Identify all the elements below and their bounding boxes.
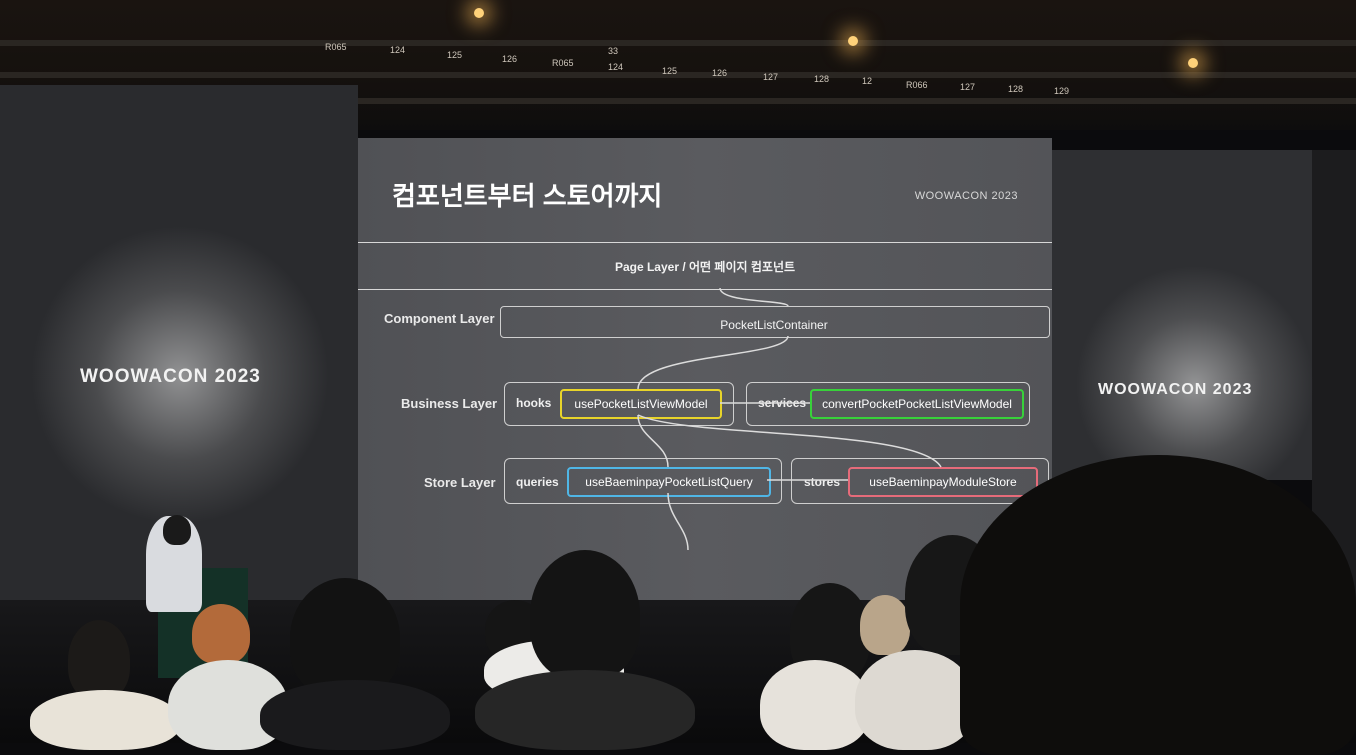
audience-member (855, 650, 975, 750)
seat-row-label: R065 (325, 42, 347, 52)
seat-row-label: 125 (447, 50, 463, 60)
woowacon-logo-right: WOOWACON 2023 (1098, 381, 1253, 398)
audience-member (290, 578, 400, 698)
audience-member (530, 550, 640, 680)
stage-light (848, 36, 858, 46)
seat-row-label: 125 (662, 66, 678, 76)
audience-member (192, 604, 250, 664)
spotlight (30, 225, 330, 525)
seat-row-label: 126 (502, 54, 518, 64)
woowacon-logo-left: WOOWACON 2023 (80, 366, 261, 387)
ceiling-truss (0, 40, 1356, 46)
presentation-screen: 컴포넌트부터 스토어까지 WOOWACON 2023 Page Layer / … (358, 138, 1052, 608)
diagram-connectors (637, 287, 942, 551)
stage-light (474, 8, 484, 18)
seat-row-label: R065 (552, 58, 574, 68)
audience-member (760, 660, 870, 750)
seat-row-label: 128 (814, 74, 830, 84)
audience-member (30, 690, 180, 750)
seat-row-label: 127 (763, 72, 779, 82)
seat-row-label: 128 (1008, 84, 1024, 94)
seat-row-label: 129 (1054, 86, 1070, 96)
speaker-head (163, 515, 191, 545)
seat-row-label: R066 (906, 80, 928, 90)
seat-row-label: 127 (960, 82, 976, 92)
audience-member (68, 620, 130, 700)
audience-member (475, 670, 695, 750)
seat-row-label: 126 (712, 68, 728, 78)
seat-row-label: 12 (862, 76, 873, 86)
ceiling-truss (0, 98, 1356, 104)
seat-row-label: 33 (608, 46, 619, 56)
audience-member (860, 595, 910, 655)
audience-member-foreground (960, 455, 1356, 755)
audience-member (260, 680, 450, 750)
ceiling-truss (0, 72, 1356, 78)
stage-light (1188, 58, 1198, 68)
seat-row-label: 124 (390, 45, 406, 55)
seat-row-label: 124 (608, 62, 624, 72)
